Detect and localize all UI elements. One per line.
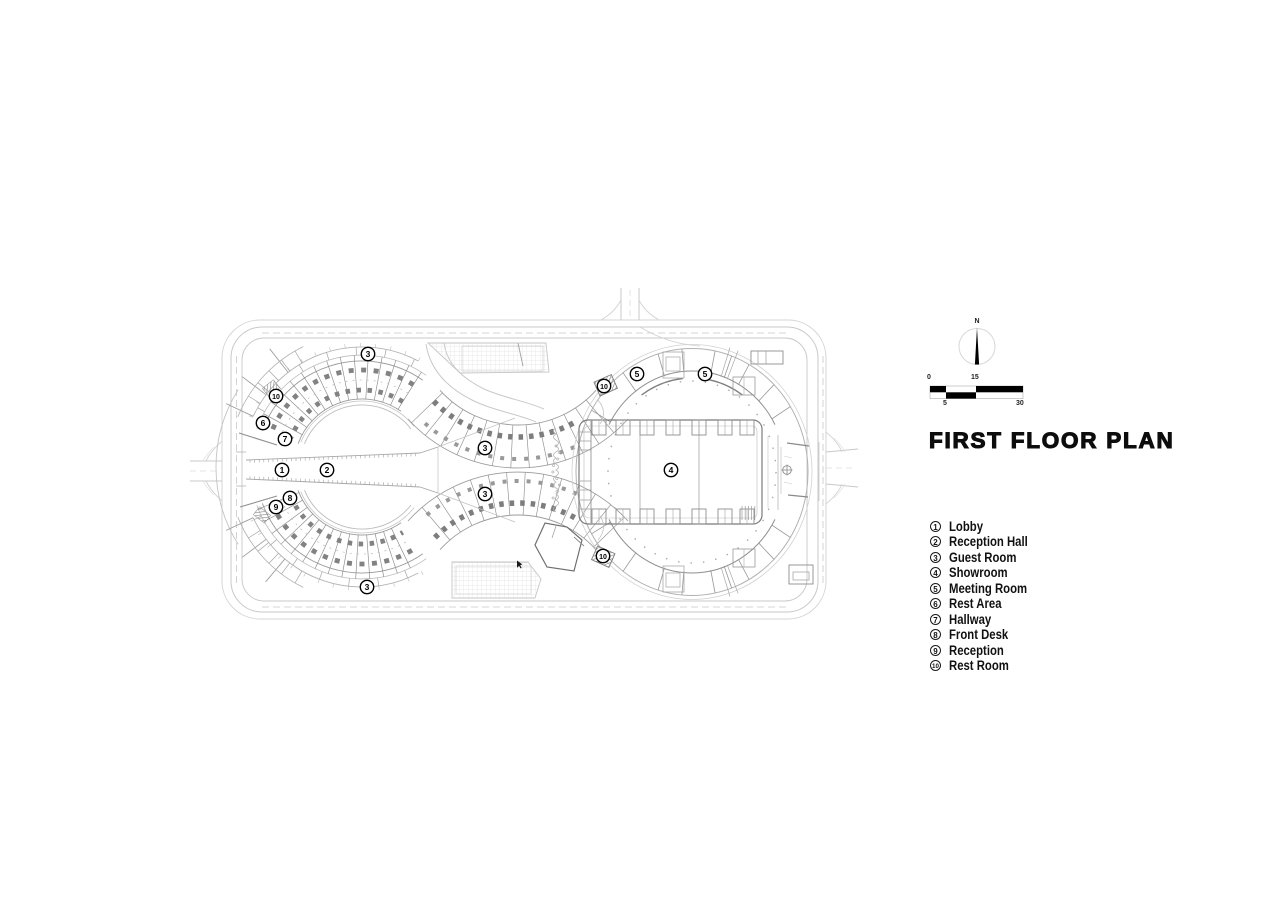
svg-text:8: 8 [288, 493, 293, 503]
svg-text:3: 3 [366, 349, 371, 359]
svg-text:10: 10 [272, 394, 280, 401]
svg-text:5: 5 [635, 369, 640, 379]
svg-text:3: 3 [483, 443, 488, 453]
svg-text:9: 9 [274, 502, 279, 512]
svg-text:N: N [974, 318, 979, 325]
svg-text:6: 6 [261, 418, 266, 428]
svg-text:7: 7 [283, 434, 288, 444]
svg-text:3: 3 [483, 489, 488, 499]
svg-text:2: 2 [325, 465, 330, 475]
svg-text:5: 5 [703, 369, 708, 379]
svg-text:4: 4 [669, 465, 674, 475]
svg-text:10: 10 [600, 384, 608, 391]
svg-text:1: 1 [280, 465, 285, 475]
svg-text:10: 10 [599, 554, 607, 561]
svg-text:3: 3 [365, 582, 370, 592]
